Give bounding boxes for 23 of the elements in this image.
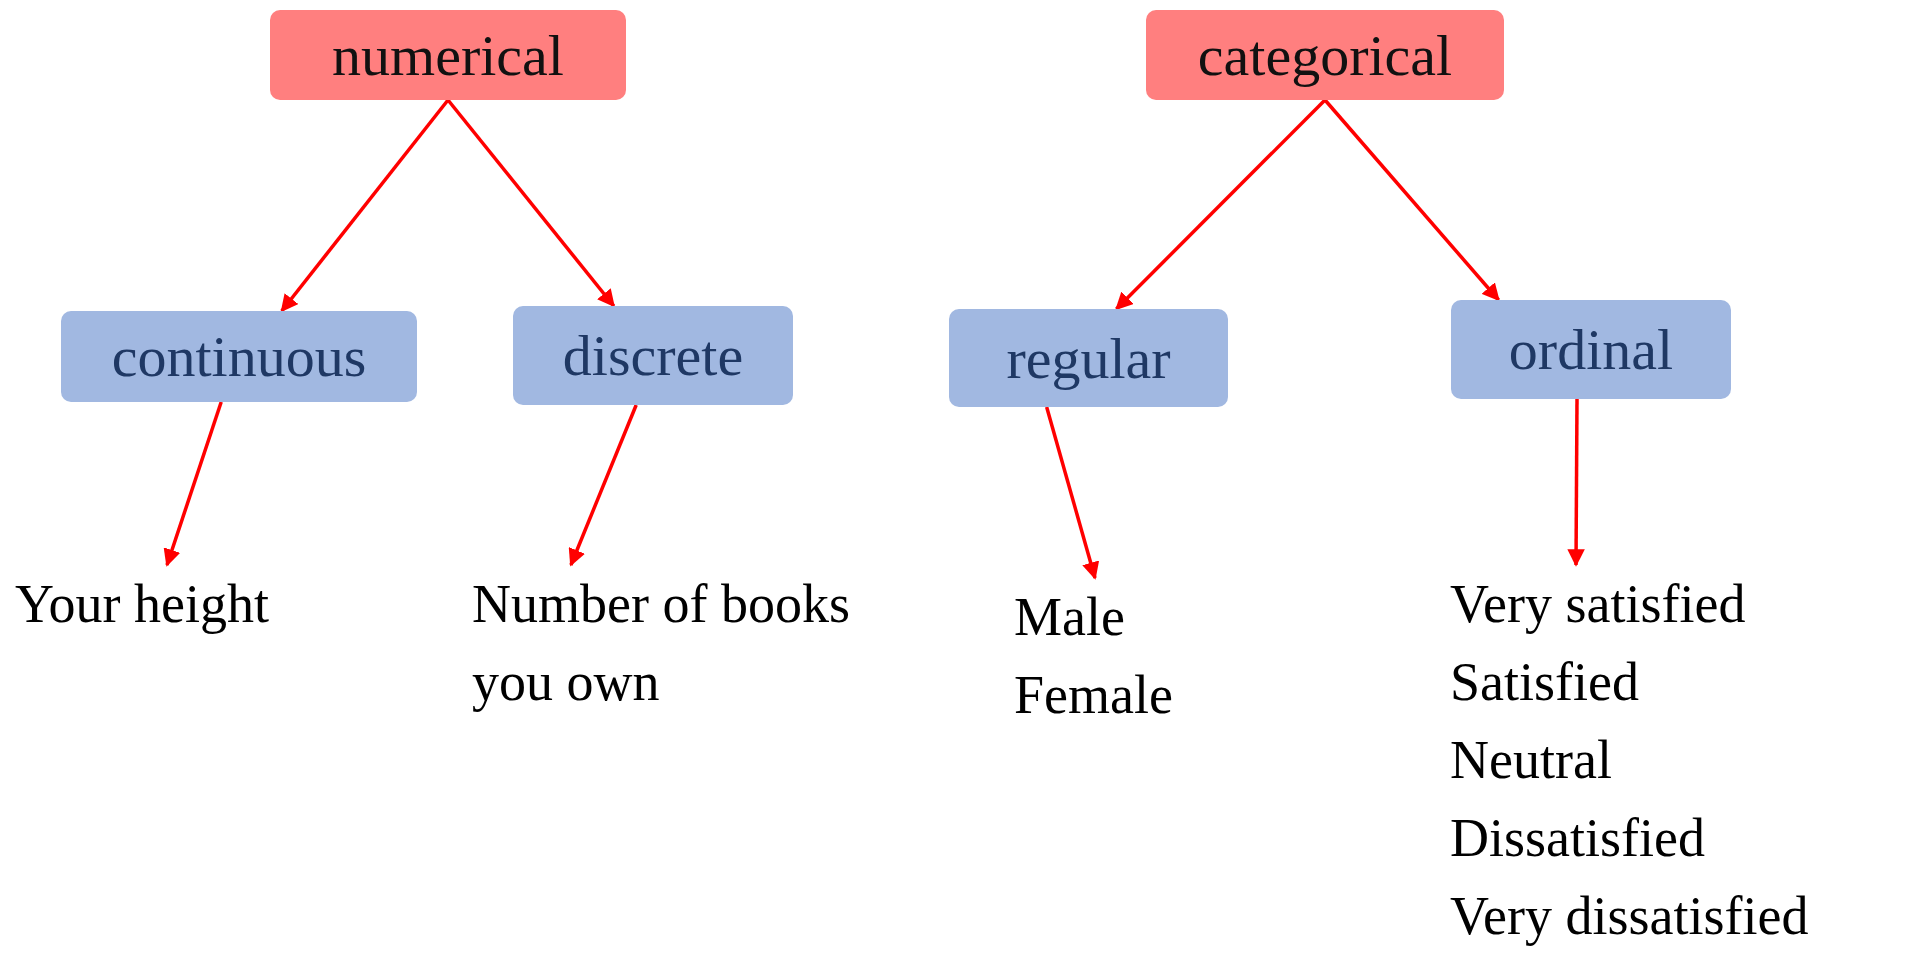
subcategory-box: discrete [513, 306, 793, 405]
subcategory-box: ordinal [1451, 300, 1731, 399]
example-item: Satisfied [1450, 651, 1640, 714]
example-item: Neutral [1450, 729, 1613, 792]
arrow [446, 98, 616, 308]
category-box: numerical [270, 10, 626, 100]
example-item: Very satisfied [1450, 573, 1747, 636]
subcategory-box: regular [949, 309, 1228, 407]
example-item: Male [1014, 586, 1126, 649]
arrow [163, 401, 223, 567]
example-item: Dissatisfied [1450, 807, 1706, 870]
example-text: Number of books you own [472, 565, 902, 721]
example-text: Your height [15, 565, 415, 643]
example-item: Female [1014, 664, 1174, 727]
arrow [568, 404, 638, 567]
category-box: categorical [1146, 10, 1504, 100]
arrow [1115, 98, 1327, 311]
example-item: Very dissatisfied [1450, 885, 1810, 948]
subcategory-box: continuous [61, 311, 417, 402]
arrow [280, 98, 450, 313]
arrow [1323, 98, 1500, 302]
arrow [1567, 399, 1585, 567]
arrow [1044, 406, 1100, 580]
